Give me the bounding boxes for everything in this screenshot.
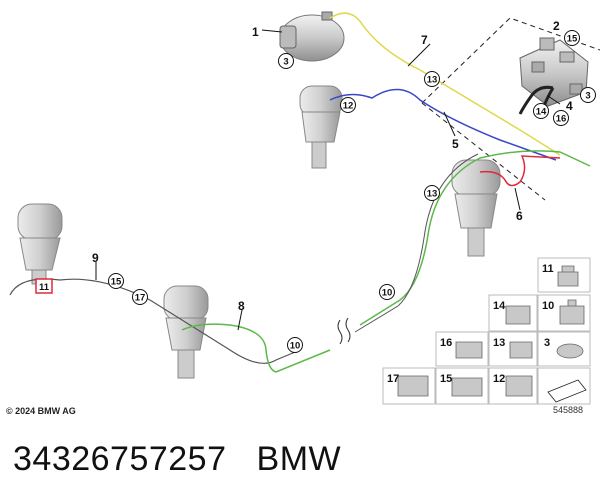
diagram-id: 545888 — [553, 405, 584, 415]
red-line — [479, 155, 561, 187]
green-line-10 — [359, 150, 591, 326]
legend-labels: 11 14 10 16 13 3 17 15 12 — [387, 263, 554, 385]
callout-16: 16 — [556, 114, 567, 125]
gray-main-line — [9, 278, 301, 364]
legend-12: 12 — [493, 373, 505, 385]
brand-name: BMW — [256, 440, 342, 478]
callout-9: 9 — [92, 251, 99, 265]
legend-14: 14 — [493, 300, 506, 312]
legend-10: 10 — [542, 300, 554, 312]
callout-11: 11 — [39, 282, 50, 293]
legend-15: 15 — [440, 373, 452, 385]
gray-line-10 — [354, 153, 479, 333]
legend-13: 13 — [493, 337, 505, 349]
legend-part-shapes — [397, 265, 587, 403]
callout-circles — [108, 30, 596, 353]
callout-2: 2 — [553, 19, 560, 33]
legend-16: 16 — [440, 337, 452, 349]
callout-6: 6 — [516, 209, 523, 223]
copyright-notice: © 2024 BMW AG — [6, 406, 76, 416]
callout-10-right: 10 — [382, 288, 393, 299]
callout-13-top: 13 — [427, 75, 438, 86]
air-spring-front-right — [451, 159, 501, 257]
callout-5: 5 — [452, 137, 459, 151]
air-spring-rear-right-upper — [299, 85, 343, 169]
leader-lines — [95, 29, 561, 331]
air-spring-rear-left — [163, 285, 209, 379]
callout-15-line: 15 — [111, 277, 122, 288]
callout-11-box — [35, 278, 53, 294]
part-number: 34326757257 — [13, 440, 227, 478]
callout-10-left: 10 — [290, 341, 301, 352]
footer-caption: 34326757257 BMW — [13, 440, 341, 479]
callout-17: 17 — [135, 293, 146, 304]
valve-block-frame — [421, 17, 600, 201]
pressure-reservoir — [279, 11, 345, 62]
callout-1: 1 — [252, 25, 259, 39]
legend-3: 3 — [544, 337, 550, 349]
callout-3-reservoir: 3 — [283, 57, 288, 68]
callout-7: 7 — [421, 33, 428, 47]
air-spring-front-left — [17, 203, 63, 285]
blue-line — [329, 88, 557, 161]
callout-13-mid: 13 — [427, 189, 438, 200]
callout-plain-labels: 1 2 4 5 6 7 8 9 — [92, 19, 573, 313]
callout-4: 4 — [566, 99, 573, 113]
callout-14: 14 — [536, 107, 547, 118]
callout-circle-labels: 3 15 3 13 12 14 16 13 15 17 10 10 11 — [39, 34, 591, 352]
callout-3-valve: 3 — [585, 91, 590, 102]
callout-8: 8 — [238, 299, 245, 313]
green-line-8 — [181, 323, 331, 373]
yellow-line — [329, 12, 561, 156]
valve-block — [518, 37, 589, 115]
callout-15-valve: 15 — [567, 34, 578, 45]
air-suspension-diagram: 1 2 4 5 6 7 8 9 3 15 3 13 12 14 16 13 15… — [9, 11, 600, 405]
callout-12: 12 — [343, 101, 354, 112]
legend-11: 11 — [542, 263, 554, 275]
legend-17: 17 — [387, 373, 399, 385]
